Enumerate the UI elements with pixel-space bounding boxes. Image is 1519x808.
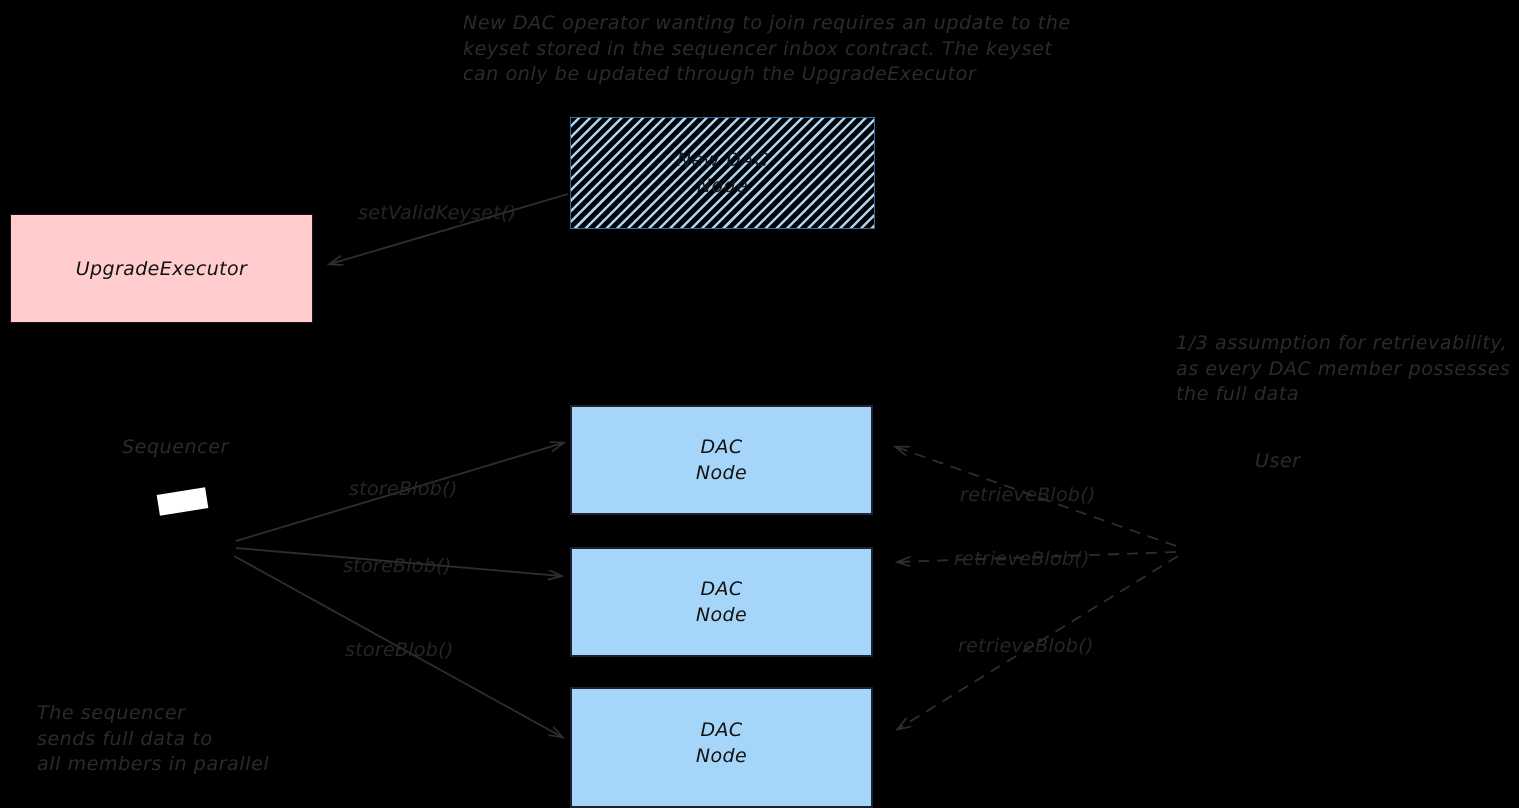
- edge-label-retrieve-blob-1: retrieveBlob(): [960, 484, 1096, 506]
- edge-label-set-valid-keyset: setValidKeyset(): [358, 202, 517, 224]
- note-keyset-update: New DAC operator wanting to join require…: [463, 12, 1071, 85]
- new-dac-node-label: New DAC Node: [676, 149, 769, 197]
- upgrade-executor-box[interactable]: UpgradeExecutor: [10, 214, 313, 323]
- edge-label-retrieve-blob-3: retrieveBlob(): [958, 635, 1094, 657]
- dac-node-2-label: DAC Node: [695, 578, 748, 626]
- dac-node-1-box[interactable]: DAC Node: [570, 405, 873, 515]
- edge-label-store-blob-2: storeBlob(): [343, 555, 452, 577]
- note-parallel-send: The sequencer sends full data to all mem…: [37, 702, 270, 775]
- sequencer-glyph[interactable]: [156, 487, 209, 516]
- new-dac-node-box[interactable]: New DAC Node: [570, 117, 875, 229]
- upgrade-executor-label: UpgradeExecutor: [75, 257, 248, 280]
- edge-label-store-blob-3: storeBlob(): [345, 639, 454, 661]
- dac-node-2-box[interactable]: DAC Node: [570, 547, 873, 657]
- edge-label-retrieve-blob-2: retrieveBlob(): [954, 548, 1090, 570]
- dac-node-3-label: DAC Node: [695, 718, 748, 767]
- sequencer-label: Sequencer: [122, 436, 229, 458]
- dac-node-1-label: DAC Node: [695, 436, 748, 484]
- edge-label-store-blob-1: storeBlob(): [349, 478, 458, 500]
- note-retrievability-assumption: 1/3 assumption for retrievability, as ev…: [1176, 332, 1511, 405]
- dac-node-3-box[interactable]: DAC Node: [570, 687, 873, 808]
- user-label: User: [1255, 450, 1301, 472]
